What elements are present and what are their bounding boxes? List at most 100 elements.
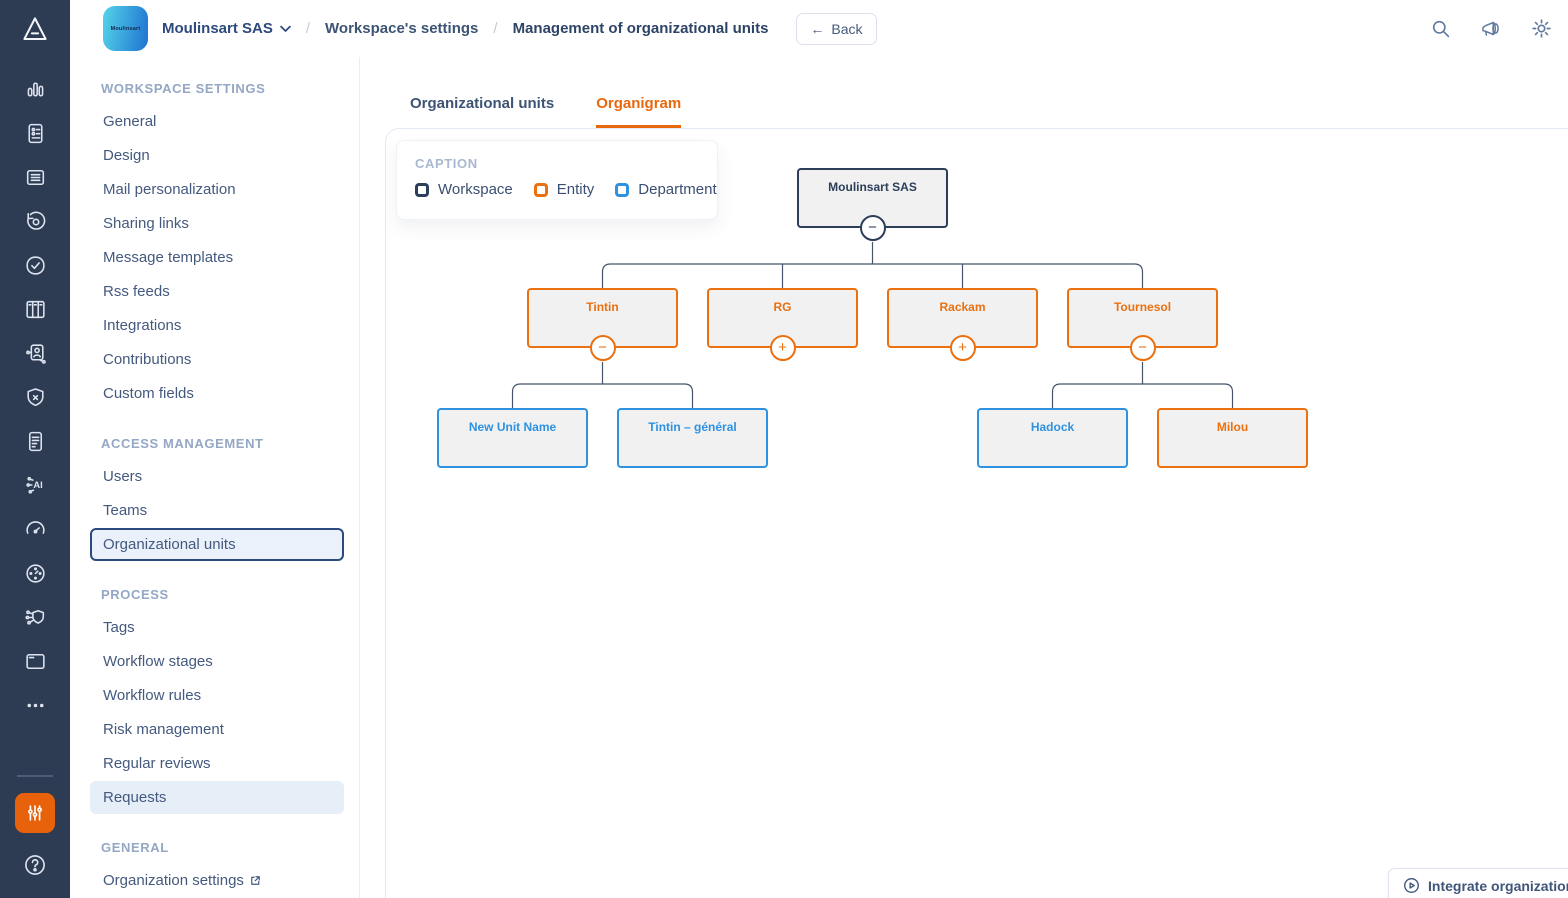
report-document-icon[interactable] — [0, 419, 70, 463]
workspace-avatar[interactable]: Moulinsart — [103, 6, 148, 51]
top-header: Moulinsart Moulinsart SAS / Workspace's … — [70, 0, 1568, 57]
ai-workflow-icon[interactable]: AI — [0, 463, 70, 507]
org-node-toggle-expand[interactable]: + — [949, 335, 976, 361]
legend-checkbox-entity[interactable] — [533, 182, 548, 197]
page-title: Management of organizational units — [512, 20, 769, 37]
sidebar-item-organization-settings[interactable]: Organization settings — [90, 864, 344, 897]
contact-workflow-icon[interactable] — [0, 331, 70, 375]
org-node-tournesol[interactable]: Tournesol − — [1067, 288, 1218, 361]
settings-sliders-icon[interactable] — [15, 793, 55, 833]
org-node-label: Rackam — [939, 300, 986, 314]
tab-bar: Organizational units Organigram — [360, 57, 1568, 128]
legend-checkbox-workspace[interactable] — [415, 182, 429, 197]
caption-title: CAPTION — [415, 156, 478, 171]
chevron-down-icon — [280, 25, 291, 32]
database-folder-icon[interactable] — [0, 155, 70, 199]
sidebar-item-message-templates[interactable]: Message templates — [90, 241, 344, 274]
caption-card: CAPTION Workspace Entity Department — [396, 140, 718, 220]
sidebar-item-mail-personalization[interactable]: Mail personalization — [90, 173, 344, 206]
browser-window-icon[interactable] — [0, 639, 70, 683]
org-node-tintin-general[interactable]: Tintin – général — [617, 408, 768, 468]
org-node-rg[interactable]: RG + — [707, 288, 858, 361]
sidebar-item-risk-management[interactable]: Risk management — [90, 713, 344, 746]
sidebar-item-integrations[interactable]: Integrations — [90, 309, 344, 342]
sidebar-item-custom-fields[interactable]: Custom fields — [90, 377, 344, 410]
org-node-label: Tintin – général — [648, 420, 737, 434]
legend-label: Department — [638, 181, 717, 198]
sidebar-item-contributions[interactable]: Contributions — [90, 343, 344, 376]
breadcrumb-workspace-settings[interactable]: Workspace's settings — [325, 20, 479, 37]
megaphone-icon[interactable] — [1478, 17, 1504, 41]
org-node-milou[interactable]: Milou — [1157, 408, 1308, 468]
sidebar-item-general[interactable]: General — [90, 105, 344, 138]
legend-department: Department — [615, 181, 717, 198]
form-document-icon[interactable] — [0, 111, 70, 155]
sidebar-item-label: Design — [103, 147, 150, 164]
analytics-icon[interactable] — [0, 67, 70, 111]
sidebar-item-requests[interactable]: Requests — [90, 781, 344, 814]
sidebar-item-label: Integrations — [103, 317, 182, 334]
sidebar-item-sharing-links[interactable]: Sharing links — [90, 207, 344, 240]
gear-icon[interactable] — [1529, 16, 1554, 41]
org-node-toggle-collapse[interactable]: − — [1129, 335, 1156, 361]
dashboard-gauge-icon[interactable] — [0, 507, 70, 551]
legend-entity: Entity — [533, 181, 594, 198]
schedule-icon[interactable] — [0, 551, 70, 595]
sidebar-item-workflow-rules[interactable]: Workflow rules — [90, 679, 344, 712]
sidebar-item-label: Contributions — [103, 351, 192, 368]
logo-triangle-icon — [23, 16, 47, 40]
history-icon[interactable] — [0, 199, 70, 243]
security-network-icon[interactable] — [0, 595, 70, 639]
sidebar-item-rss-feeds[interactable]: Rss feeds — [90, 275, 344, 308]
help-icon[interactable] — [22, 845, 48, 885]
back-arrow-icon: ← — [810, 20, 825, 37]
tab-organizational-units[interactable]: Organizational units — [410, 95, 555, 112]
sidebar-item-regular-reviews[interactable]: Regular reviews — [90, 747, 344, 780]
legend-workspace: Workspace — [415, 181, 513, 198]
sidebar-item-label: Organizational units — [103, 536, 236, 553]
rail-icon-list: AI — [0, 67, 70, 727]
org-node-new-unit-name[interactable]: New Unit Name — [437, 408, 588, 468]
app-logo[interactable] — [0, 0, 70, 57]
sidebar-item-workflow-stages[interactable]: Workflow stages — [90, 645, 344, 678]
more-icon[interactable] — [0, 683, 70, 727]
risk-shield-icon[interactable] — [0, 375, 70, 419]
tab-organigram[interactable]: Organigram — [596, 95, 682, 128]
org-node-rackam[interactable]: Rackam + — [887, 288, 1038, 361]
org-node-toggle-collapse[interactable]: − — [589, 335, 616, 361]
legend-checkbox-department[interactable] — [615, 182, 630, 197]
sidebar-item-design[interactable]: Design — [90, 139, 344, 172]
workspace-selector[interactable]: Moulinsart SAS — [162, 20, 291, 37]
org-node-label: Moulinsart SAS — [828, 180, 917, 194]
search-icon[interactable] — [1429, 17, 1453, 41]
org-node-label: Tournesol — [1113, 300, 1172, 314]
approval-check-icon[interactable] — [0, 243, 70, 287]
sidebar-item-teams[interactable]: Teams — [90, 494, 344, 527]
sidebar-item-label: Workflow stages — [103, 653, 213, 670]
sidebar-item-label: Users — [103, 468, 143, 485]
sidebar-item-label: Custom fields — [103, 385, 194, 402]
org-node-hadock[interactable]: Hadock — [977, 408, 1128, 468]
integrate-org-chart-button[interactable]: Integrate organizational chart — [1388, 868, 1568, 898]
org-node-toggle-collapse[interactable]: − — [859, 215, 886, 241]
org-node-label: RG — [773, 300, 792, 314]
org-node-toggle-expand[interactable]: + — [769, 335, 796, 361]
sidebar-item-label: Sharing links — [103, 215, 189, 232]
sidebar-item-label: Tags — [103, 619, 135, 636]
kanban-board-icon[interactable] — [0, 287, 70, 331]
org-node-moulinsart[interactable]: Moulinsart SAS − — [797, 168, 948, 241]
sidebar-item-label: Workflow rules — [103, 687, 202, 704]
header-actions — [1429, 16, 1568, 41]
sidebar-item-tags[interactable]: Tags — [90, 611, 344, 644]
org-node-tintin[interactable]: Tintin− — [527, 288, 678, 361]
breadcrumb-separator: / — [305, 20, 311, 37]
back-label: Back — [831, 20, 863, 37]
sidebar-item-label: Rss feeds — [103, 283, 170, 300]
workspace-avatar-text: Moulinsart — [110, 25, 141, 32]
sidebar-item-label: Regular reviews — [103, 755, 211, 772]
back-button[interactable]: ← Back — [796, 12, 877, 45]
sidebar-item-users[interactable]: Users — [90, 460, 344, 493]
sidebar-item-organizational-units[interactable]: Organizational units — [90, 528, 344, 561]
rail-divider — [17, 775, 53, 777]
